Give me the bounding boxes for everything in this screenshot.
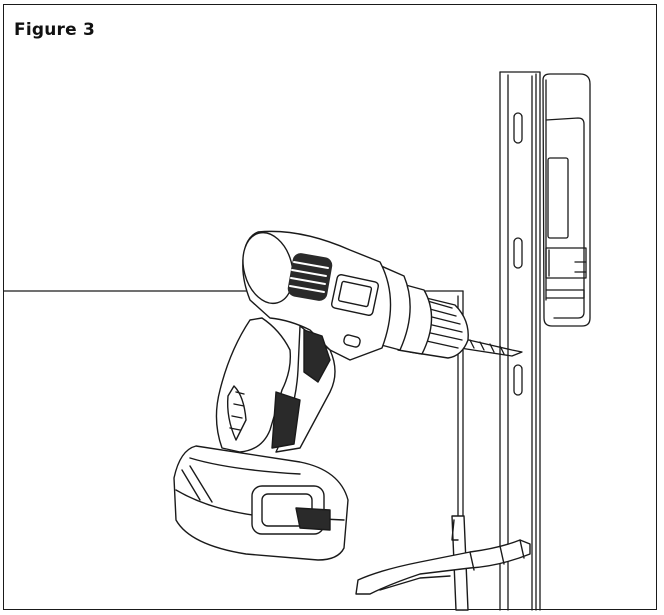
drill-bit bbox=[459, 337, 523, 357]
bar-clamp bbox=[355, 515, 531, 611]
battery-pack bbox=[173, 445, 349, 561]
vent-grille bbox=[287, 253, 333, 301]
drill bbox=[215, 230, 469, 453]
mounting-rail bbox=[499, 71, 541, 611]
wall-device bbox=[542, 73, 591, 327]
figure-title: Figure 3 bbox=[14, 20, 95, 40]
